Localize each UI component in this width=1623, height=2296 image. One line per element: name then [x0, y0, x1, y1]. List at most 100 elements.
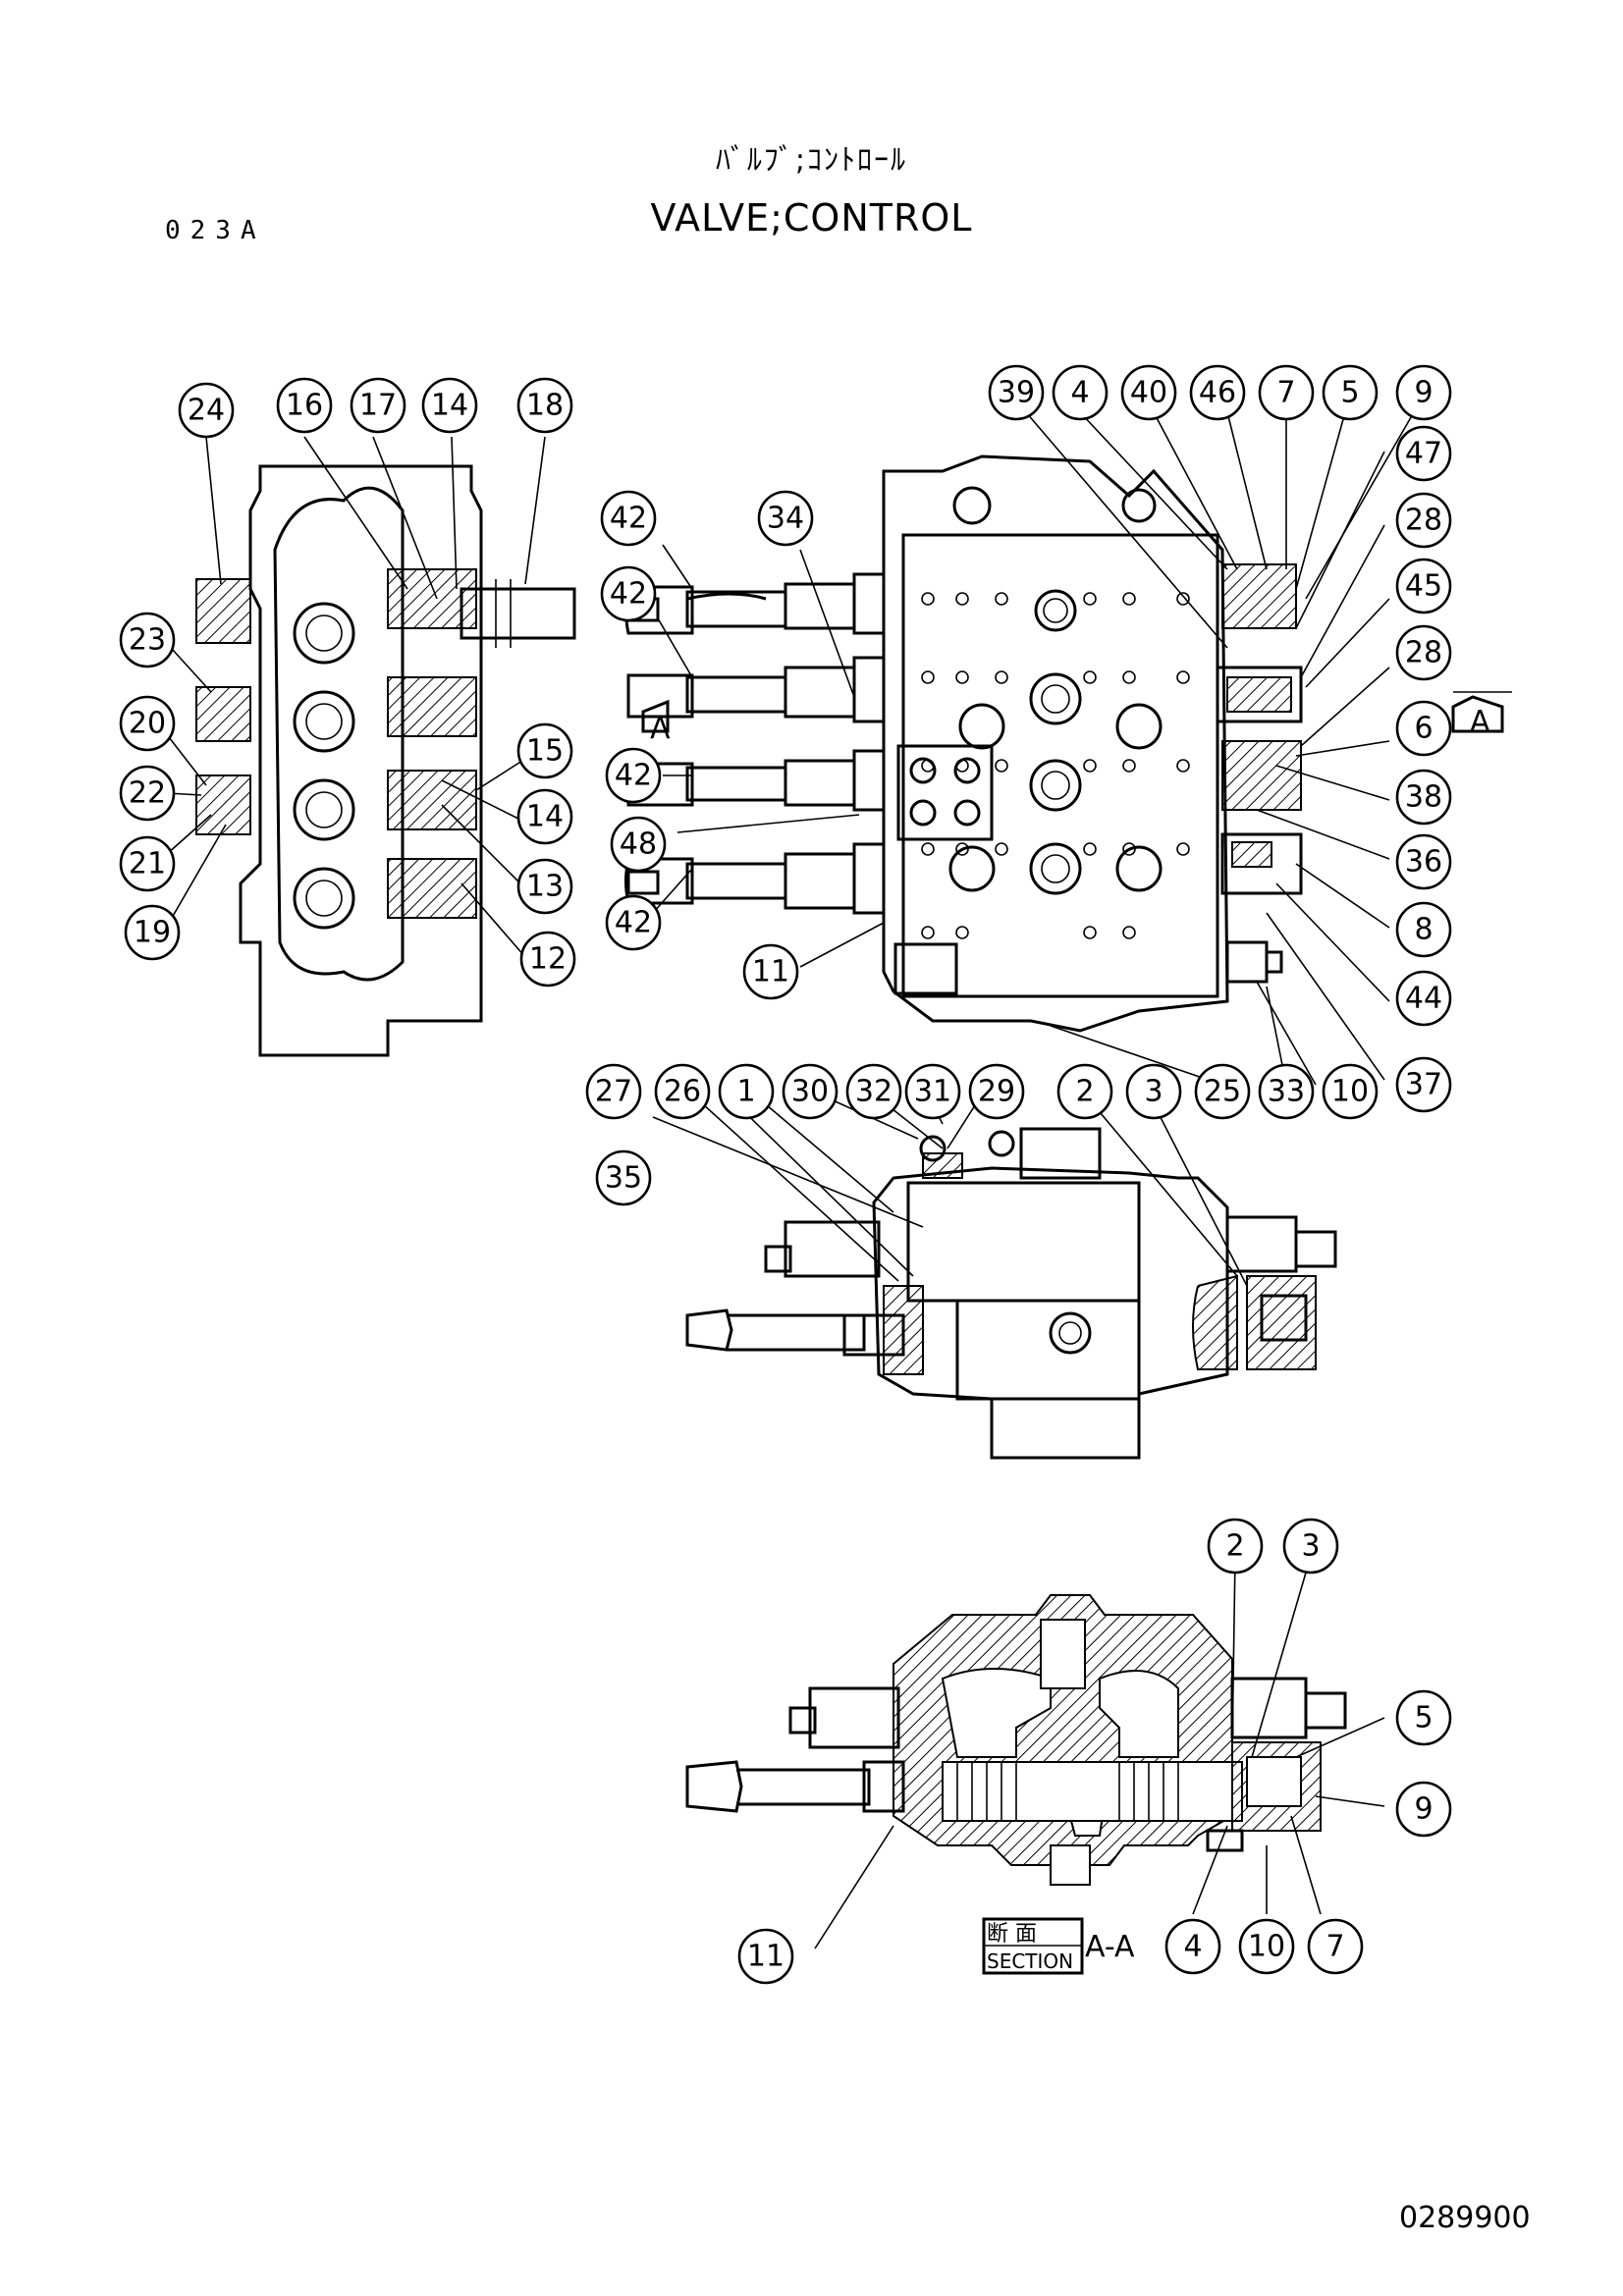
callout-number: 32	[855, 1075, 893, 1109]
callout: 9	[1395, 1781, 1452, 1838]
callout-number: 33	[1268, 1075, 1305, 1109]
callout-number: 48	[620, 828, 657, 862]
callout-number: 18	[526, 389, 564, 423]
callout: 10	[1322, 1063, 1379, 1120]
callout: 46	[1189, 364, 1246, 421]
callout-number: 14	[431, 389, 468, 423]
callout-number: 4	[1183, 1930, 1202, 1964]
callout-number: 31	[914, 1075, 951, 1109]
left-side-view	[161, 436, 576, 1057]
callout-number: 9	[1414, 1792, 1433, 1827]
callout-number: 23	[129, 623, 166, 658]
section-label-name: A-A	[1085, 1930, 1135, 1964]
callout-number: 47	[1405, 437, 1442, 471]
callout: 2	[1056, 1063, 1113, 1120]
callout-number: 37	[1405, 1068, 1442, 1102]
callout: 28	[1395, 492, 1452, 549]
callout-number: 38	[1405, 780, 1442, 815]
callout: 1	[718, 1063, 775, 1120]
callout-number: 35	[605, 1161, 642, 1196]
callout: 10	[1238, 1918, 1295, 1975]
callout: 47	[1395, 425, 1452, 482]
callout-number: 42	[610, 502, 647, 536]
callout-number: 24	[188, 394, 225, 428]
callout-number: 8	[1414, 913, 1433, 947]
callout: 14	[516, 788, 573, 845]
callout: 5	[1322, 364, 1379, 421]
callout: 16	[276, 377, 333, 434]
callout-number: 2	[1075, 1075, 1094, 1109]
callout: 28	[1395, 624, 1452, 681]
callout: 29	[968, 1063, 1025, 1120]
callout: 30	[782, 1063, 839, 1120]
callout-number: 7	[1276, 376, 1295, 410]
callout: 11	[742, 943, 799, 1000]
callout: 2	[1207, 1518, 1264, 1575]
callout: 22	[119, 765, 176, 822]
callout-number: 5	[1340, 376, 1359, 410]
callout-number: 17	[359, 389, 397, 423]
callout: 38	[1395, 769, 1452, 826]
callout-number: 34	[767, 502, 804, 536]
callout: 6	[1395, 700, 1452, 757]
callout: 42	[605, 894, 662, 951]
callout: 3	[1125, 1063, 1182, 1120]
callout: 48	[610, 816, 667, 873]
callout-number: 25	[1204, 1075, 1241, 1109]
callout-number: 13	[526, 870, 564, 904]
part-callouts: 24 16 17 14 18 23 20 22 21 19 15 14 13 1…	[119, 364, 1452, 1985]
callout-number: 7	[1325, 1930, 1344, 1964]
callout: 31	[904, 1063, 961, 1120]
front-view	[624, 411, 1512, 1086]
callout: 36	[1395, 833, 1452, 890]
callout-number: 21	[129, 847, 166, 881]
callout-number: 6	[1414, 712, 1433, 746]
callout-number: 26	[664, 1075, 701, 1109]
callout: 44	[1395, 970, 1452, 1027]
callout-number: 39	[998, 376, 1035, 410]
callout-number: 2	[1225, 1529, 1244, 1564]
callout: 7	[1258, 364, 1315, 421]
callout-number: 9	[1414, 376, 1433, 410]
callout: 7	[1307, 1918, 1364, 1975]
top-view	[652, 1094, 1337, 1460]
callout-number: 12	[529, 942, 567, 977]
callout: 15	[516, 722, 573, 779]
callout: 27	[585, 1063, 642, 1120]
callout-number: 11	[752, 955, 789, 989]
callout-number: 28	[1405, 636, 1442, 670]
callout: 26	[654, 1063, 711, 1120]
callout: 42	[600, 490, 657, 547]
callout-number: 16	[286, 389, 323, 423]
callout-number: 3	[1144, 1075, 1163, 1109]
callout-number: 11	[747, 1940, 784, 1974]
callout: 5	[1395, 1689, 1452, 1746]
callout: 35	[595, 1149, 652, 1206]
callout: 11	[737, 1928, 794, 1985]
page-code: 023A	[165, 216, 266, 245]
callout: 42	[605, 747, 662, 804]
callout-number: 1	[736, 1075, 755, 1109]
callout-number: 10	[1248, 1930, 1285, 1964]
section-marker-a-right: A	[1470, 705, 1490, 739]
callout: 32	[845, 1063, 902, 1120]
callout: 45	[1395, 558, 1452, 614]
callout: 25	[1194, 1063, 1251, 1120]
callout: 12	[519, 931, 576, 988]
callout: 40	[1120, 364, 1177, 421]
section-label-jp: 断 面	[987, 1922, 1037, 1947]
callout-number: 42	[610, 577, 647, 612]
callout: 24	[178, 382, 235, 439]
callout: 14	[421, 377, 478, 434]
callout-number: 45	[1405, 569, 1442, 604]
callout: 9	[1395, 364, 1452, 421]
callout: 42	[600, 565, 657, 622]
callout-number: 22	[129, 776, 166, 811]
drawing-number: 0289900	[1399, 2201, 1531, 2235]
callout-number: 5	[1414, 1701, 1433, 1735]
callout-number: 42	[615, 759, 652, 793]
callout-number: 46	[1199, 376, 1236, 410]
callout-number: 40	[1130, 376, 1167, 410]
callout-number: 44	[1405, 982, 1442, 1016]
callout-number: 30	[791, 1075, 829, 1109]
